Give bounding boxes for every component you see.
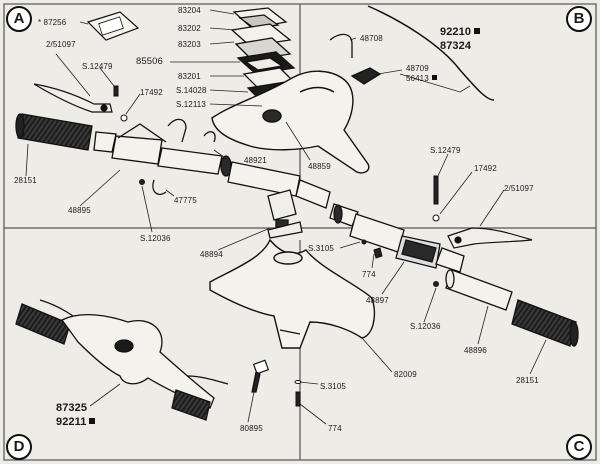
part-label-82009: 82009 — [394, 370, 417, 379]
screw-s12036-left — [139, 179, 145, 185]
square-marker-icon — [474, 28, 481, 34]
part-label-774-mid: 774 — [362, 270, 376, 279]
part-label-87256: * 87256 — [38, 18, 67, 27]
part-number-92210: 92210 — [440, 26, 472, 38]
part-label-87324: 87324 — [440, 40, 472, 52]
part-label-s12479-right: S.12479 — [430, 146, 461, 155]
leader-lines — [25, 9, 547, 425]
screw-s12036-right — [433, 281, 439, 287]
quadrant-marker-b: B — [566, 6, 592, 32]
part-label-92211: 92211 — [56, 416, 96, 428]
part-label-s3105-mid: S.3105 — [308, 244, 334, 253]
part-label-48709: 48709 — [406, 64, 429, 73]
part-label-83204: 83204 — [178, 6, 201, 15]
part-label-83201: 83201 — [178, 72, 201, 81]
screw-s12479-left — [113, 85, 119, 97]
part-label-83203: 83203 — [178, 40, 201, 49]
part-label-83202: 83202 — [178, 24, 201, 33]
part-label-s12479-left: S.12479 — [82, 62, 113, 71]
part-label-56413: 56413 — [406, 74, 437, 83]
part-label-2-51097-right: 2/51097 — [504, 184, 534, 193]
screw-17492-right — [432, 214, 440, 222]
part-label-2-51097-left: 2/51097 — [46, 40, 76, 49]
part-number-92211: 92211 — [56, 416, 87, 428]
bolt-80895-drawing — [251, 359, 270, 393]
quadrant-marker-a: A — [6, 6, 32, 32]
part-label-774-low: 774 — [328, 424, 342, 433]
right-handlebar-drawing — [329, 203, 465, 273]
quadrant-frame — [3, 3, 597, 461]
part-label-80895: 80895 — [240, 424, 263, 433]
throttle-sleeve-drawing — [445, 269, 513, 311]
part-label-s12036-left: S.12036 — [140, 234, 171, 243]
speedometer-lens-drawing — [86, 11, 140, 41]
part-label-48895: 48895 — [68, 206, 91, 215]
cable-adjuster-drawing — [267, 189, 303, 239]
part-label-s3105-low: S.3105 — [320, 382, 346, 391]
headset-bottom-cover-drawing — [209, 238, 376, 349]
screw-17492-left — [120, 114, 128, 122]
part-label-48708: 48708 — [360, 34, 383, 43]
quadrant-marker-d: D — [6, 434, 32, 460]
right-grip-drawing — [511, 299, 579, 347]
complete-handlebar-assembly-drawing — [15, 299, 229, 421]
part-label-87325: 87325 — [56, 402, 88, 414]
screw-s12479-right — [433, 175, 439, 205]
part-label-17492-right: 17492 — [474, 164, 497, 173]
part-number-56413: 56413 — [406, 74, 429, 83]
part-label-s12036-right: S.12036 — [410, 322, 441, 331]
square-marker-icon — [89, 418, 96, 424]
handlebar-tube-drawing — [93, 123, 331, 209]
right-brake-lever-drawing — [447, 227, 533, 249]
quadrant-marker-c: C — [566, 434, 592, 460]
part-label-48921: 48921 — [244, 156, 267, 165]
part-label-48896: 48896 — [464, 346, 487, 355]
square-marker-icon — [431, 75, 437, 80]
part-label-17492-left: 17492 — [140, 88, 163, 97]
left-brake-lever-drawing — [33, 83, 113, 113]
part-label-28151-left: 28151 — [14, 176, 37, 185]
part-label-s12113: S.12113 — [176, 100, 206, 109]
part-label-48897: 48897 — [366, 296, 389, 305]
left-grip-drawing — [15, 113, 93, 151]
control-cable-drawing — [367, 5, 495, 101]
part-label-28151-right: 28151 — [516, 376, 539, 385]
part-label-92210: 92210 — [440, 26, 481, 38]
headset-top-cover-drawing — [211, 70, 370, 174]
screw-s3105-mid — [361, 239, 383, 259]
part-label-47775: 47775 — [174, 196, 197, 205]
part-label-48894: 48894 — [200, 250, 223, 259]
part-label-85506: 85506 — [136, 56, 163, 67]
part-label-s14028: S.14028 — [176, 86, 207, 95]
part-label-48859: 48859 — [308, 162, 331, 171]
clamp-47775-drawing — [152, 118, 216, 195]
screw-774-low — [295, 391, 301, 407]
